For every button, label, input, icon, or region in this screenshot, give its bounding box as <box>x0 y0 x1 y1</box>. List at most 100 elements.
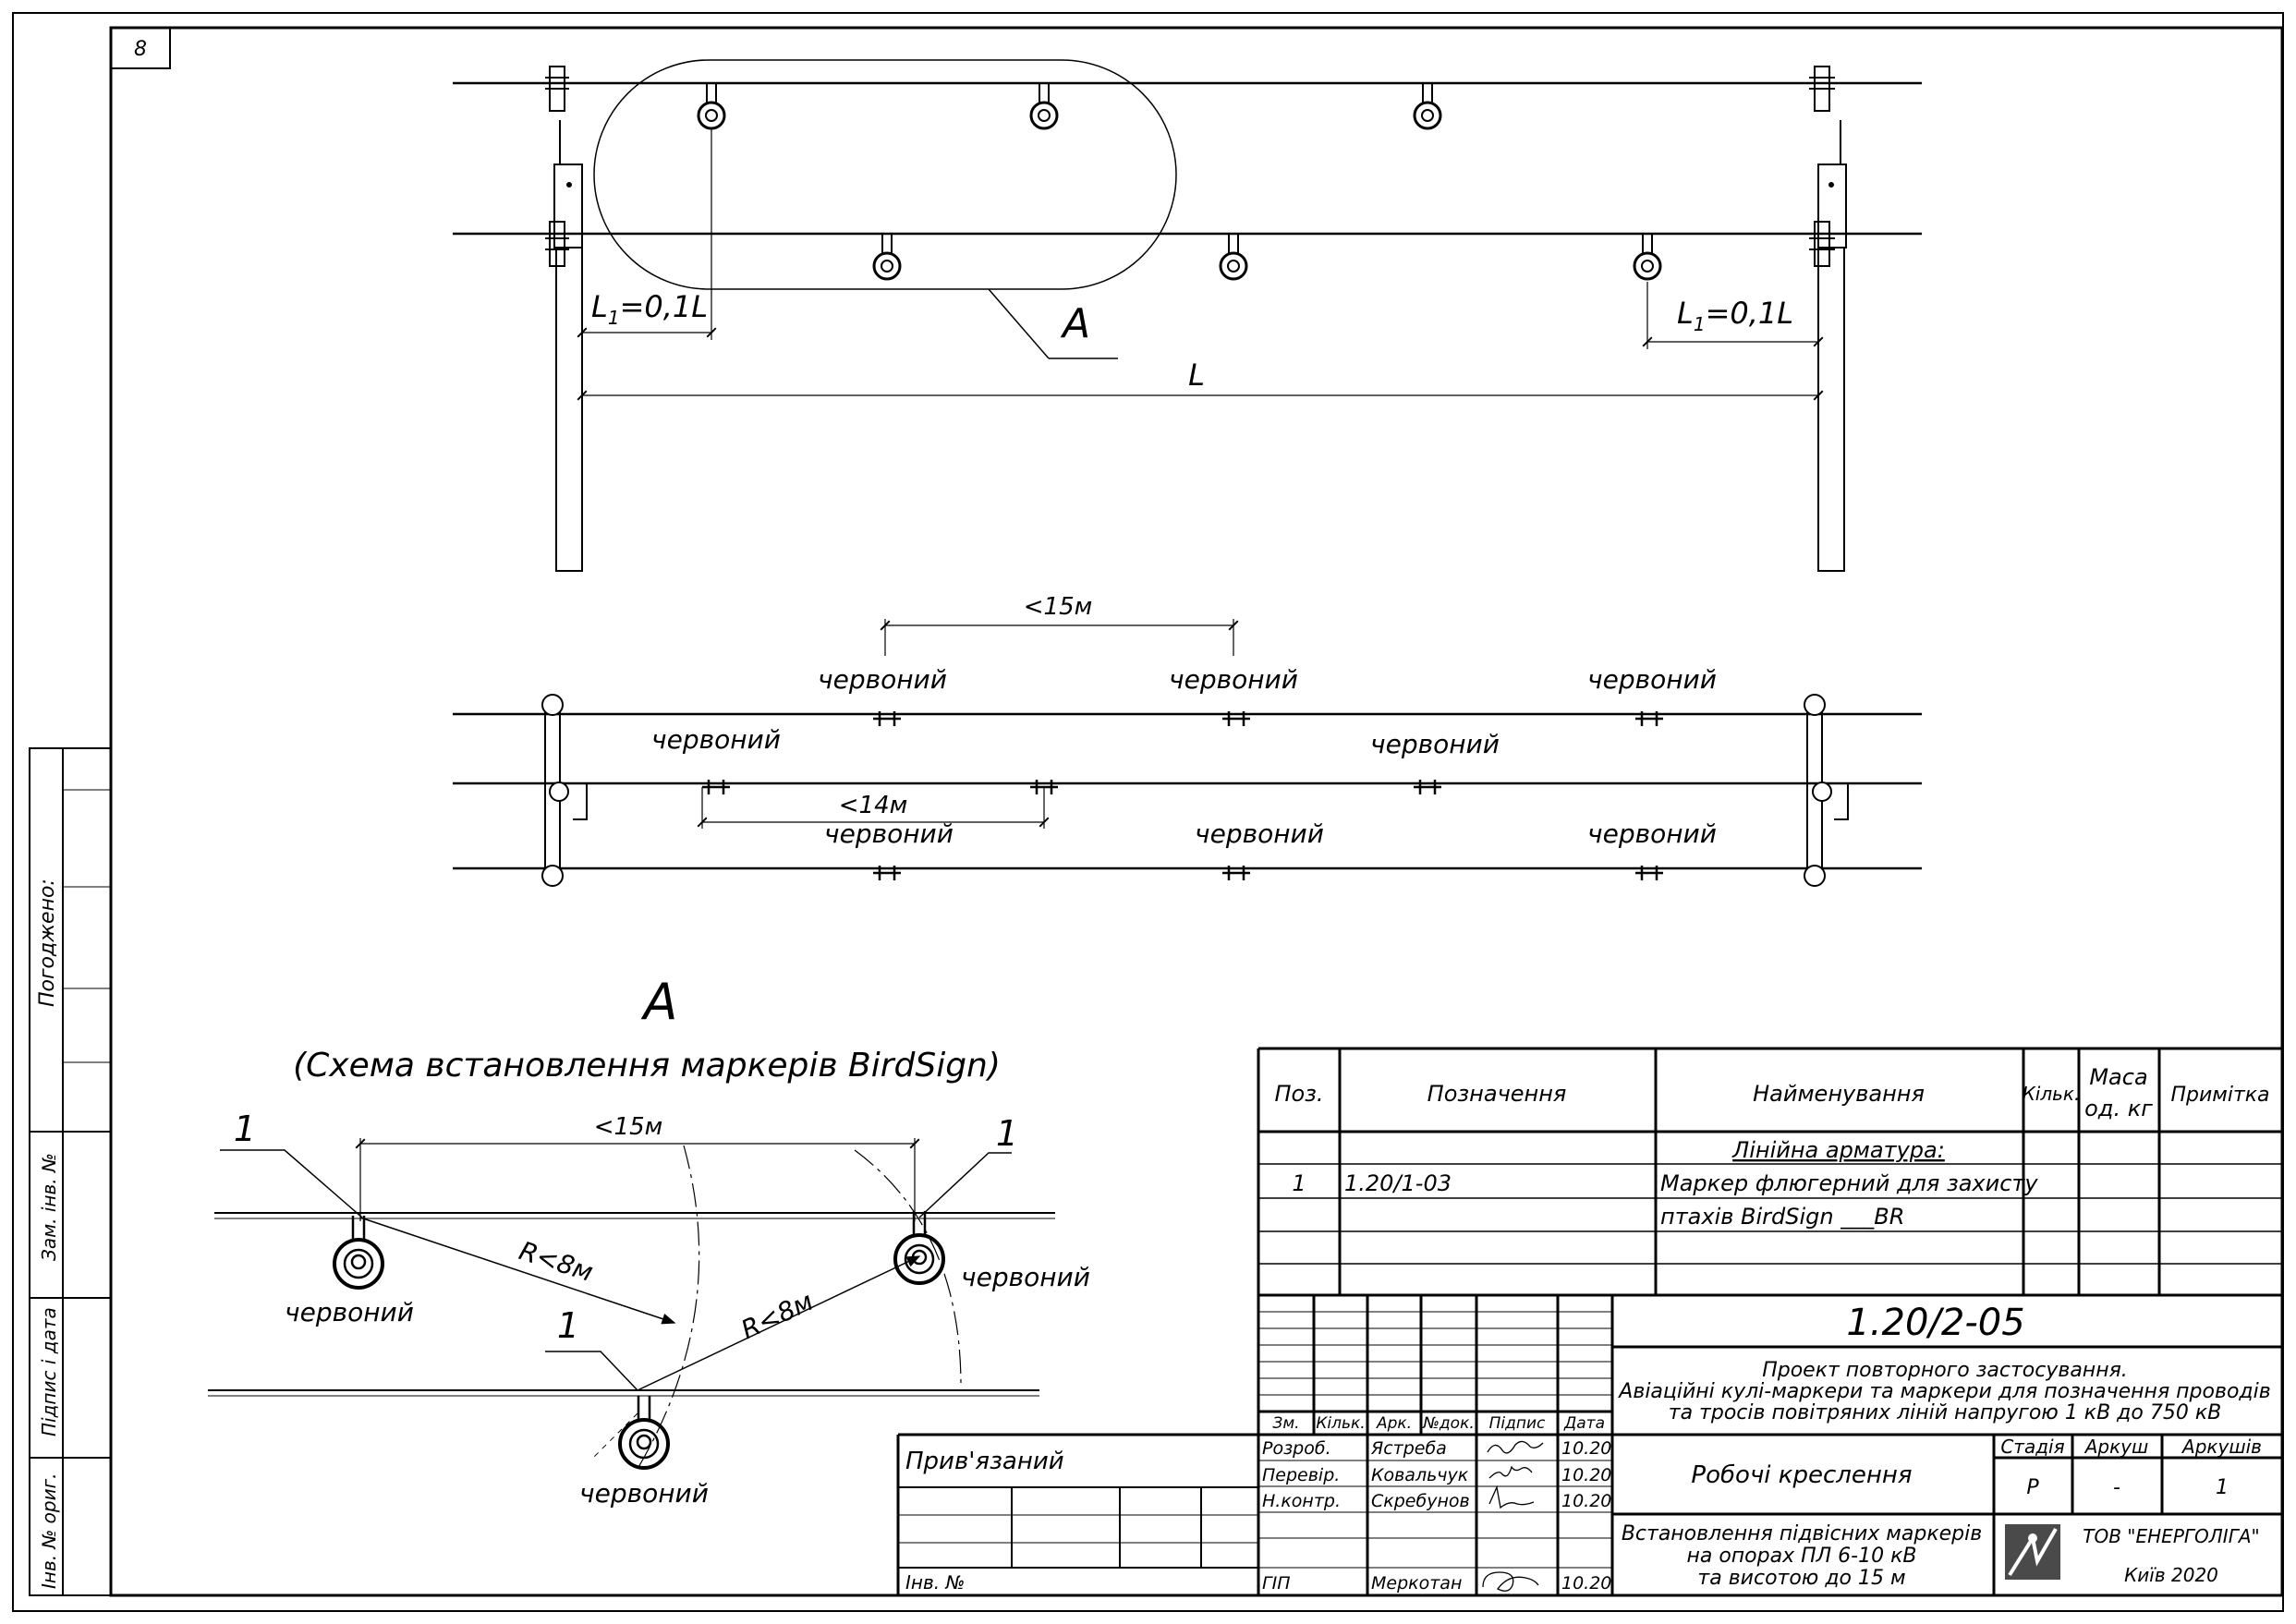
project-line-1: Проект повторного застосування. <box>1762 1359 2128 1382</box>
l1-right-label: L1=0,1L <box>1677 296 1793 335</box>
spec-hdr-mass-1: Маса <box>2089 1064 2147 1090</box>
spec-group-title: Лінійна арматура: <box>1731 1137 1945 1163</box>
detail-color-bottom: червоний <box>579 1478 709 1509</box>
detail-radius-2: R<8м <box>736 1286 818 1346</box>
left-pole <box>555 247 583 572</box>
spec-row-name-2: птахів BirdSign ___BR <box>1660 1204 1904 1230</box>
detail-color-right: червоний <box>961 1262 1090 1292</box>
callout-letter: A <box>1060 300 1090 347</box>
plan-color-label: червоний <box>818 664 947 695</box>
project-line-3: та тросів повітряних ліній напругою 1 кВ… <box>1669 1401 2221 1424</box>
sheets-hdr: Аркушів <box>2181 1436 2262 1458</box>
spec-hdr-qty: Кільк. <box>2023 1083 2081 1105</box>
name-norm-control: Скребунов <box>1371 1491 1470 1511</box>
plan-color-label: червоний <box>1587 818 1717 849</box>
spec-table <box>1257 1047 2282 1595</box>
marker-icon <box>618 1396 670 1470</box>
inv-label: Інв. № <box>905 1571 965 1594</box>
spec-hdr-designation: Позначення <box>1427 1081 1567 1107</box>
detail-pos-right: 1 <box>996 1113 1018 1154</box>
spec-row-pos: 1 <box>1292 1170 1306 1196</box>
date: 10.20 <box>1561 1491 1611 1511</box>
stamp-replaced-inv: Зам. інв. № <box>38 1153 60 1261</box>
sheet-value: - <box>2113 1476 2120 1499</box>
detail-radius-1: R<8м <box>516 1235 597 1288</box>
name-checker: Ковальчук <box>1371 1465 1469 1485</box>
date: 10.20 <box>1561 1438 1611 1459</box>
project-line-2: Авіаційні кулі-маркери та маркери для по… <box>1617 1380 2270 1403</box>
stamp-orig-inv: Інв. № ориг. <box>38 1473 60 1589</box>
elevation-markers-upper <box>697 83 1442 130</box>
marker-icon <box>1219 234 1248 281</box>
marker-icon <box>872 234 902 281</box>
name-developer: Ястреба <box>1370 1438 1447 1459</box>
stage-hdr: Стадія <box>2000 1436 2064 1458</box>
right-insulator-bottom <box>1814 221 1830 267</box>
callout-a-outline <box>593 59 1177 290</box>
plan-dimensions <box>697 619 1239 829</box>
plan-view <box>453 694 1922 887</box>
detail-a-letter: A <box>641 973 678 1031</box>
plan-color-label: червоний <box>1195 818 1324 849</box>
date: 10.20 <box>1561 1465 1611 1485</box>
stage-value: Р <box>2026 1476 2039 1499</box>
title-block <box>896 1295 2282 1595</box>
sheet-hdr: Аркуш <box>2083 1436 2149 1458</box>
detail-a-drawing <box>208 1138 1055 1470</box>
marker-icon <box>893 1211 945 1285</box>
marker-icon <box>1029 83 1059 130</box>
side-stamp: Погоджено: Зам. інв. № Підпис і дата Інв… <box>29 747 112 1596</box>
detail-pos-bottom: 1 <box>557 1305 579 1346</box>
sheet-number: 8 <box>134 38 147 61</box>
drawing-title-1: Встановлення підвісних маркерів <box>1622 1522 1982 1545</box>
elevation-markers-lower <box>872 234 1662 281</box>
plan-color-label: червоний <box>1587 664 1717 695</box>
col-data: Дата <box>1563 1414 1605 1433</box>
spec-row-designation: 1.20/1-03 <box>1344 1170 1452 1196</box>
elevation-view <box>453 59 1922 572</box>
sheets-value: 1 <box>2216 1476 2229 1499</box>
spec-hdr-pos: Поз. <box>1274 1081 1323 1107</box>
detail-a-subtitle: (Схема встановлення маркерів BirdSign) <box>293 1047 1001 1085</box>
l1-left-label: L1=0,1L <box>591 289 708 329</box>
spec-row-name-1: Маркер флюгерний для захисту <box>1660 1170 2038 1196</box>
plan-color-label: червоний <box>651 724 781 755</box>
stage-title: Робочі креслення <box>1691 1461 1912 1489</box>
role-gip: ГІП <box>1262 1573 1290 1594</box>
drawing-title-2: на опорах ПЛ 6-10 кВ <box>1686 1545 1916 1568</box>
col-zm: Зм. <box>1272 1414 1299 1433</box>
detail-pos-left: 1 <box>234 1109 256 1149</box>
plan-color-label: червоний <box>1169 664 1298 695</box>
company-name: ТОВ "ЕНЕРГОЛІГА" <box>2083 1525 2259 1547</box>
plan-color-label: червоний <box>824 818 954 849</box>
city-year: Київ 2020 <box>2124 1564 2218 1586</box>
marker-icon <box>1633 234 1662 281</box>
detail-color-left: червоний <box>285 1297 414 1327</box>
plan-color-label: червоний <box>1370 729 1500 759</box>
detail-dist: <15м <box>594 1113 662 1141</box>
elevation-dimensions <box>577 129 1824 401</box>
plan-dist-top: <15м <box>1024 593 1092 621</box>
stamp-agreed: Погоджено: <box>36 879 59 1007</box>
bound-label: Прив'язаний <box>905 1448 1064 1475</box>
col-pidpys: Підпис <box>1489 1414 1546 1433</box>
sheet-number-box <box>110 27 171 69</box>
role-developed: Розроб. <box>1262 1438 1331 1459</box>
drawing-title-3: та висотою до 15 м <box>1697 1567 1905 1590</box>
col-kilk: Кільк. <box>1316 1414 1365 1433</box>
date: 10.20 <box>1561 1573 1611 1594</box>
role-norm-control: Н.контр. <box>1262 1491 1341 1511</box>
spec-hdr-name: Найменування <box>1753 1081 1925 1107</box>
name-gip: Меркотан <box>1371 1573 1462 1594</box>
col-ark: Арк. <box>1376 1414 1412 1433</box>
company-logo <box>2005 1524 2060 1580</box>
plan-dist-mid: <14м <box>839 792 907 819</box>
spec-hdr-note: Примітка <box>2170 1084 2269 1107</box>
right-pole <box>1817 247 1845 572</box>
spec-hdr-mass-2: од. кг <box>2084 1096 2153 1121</box>
marker-icon <box>333 1216 384 1290</box>
left-insulator-bottom <box>549 221 565 267</box>
role-checked: Перевір. <box>1262 1465 1340 1485</box>
signatures <box>1482 1440 1544 1592</box>
